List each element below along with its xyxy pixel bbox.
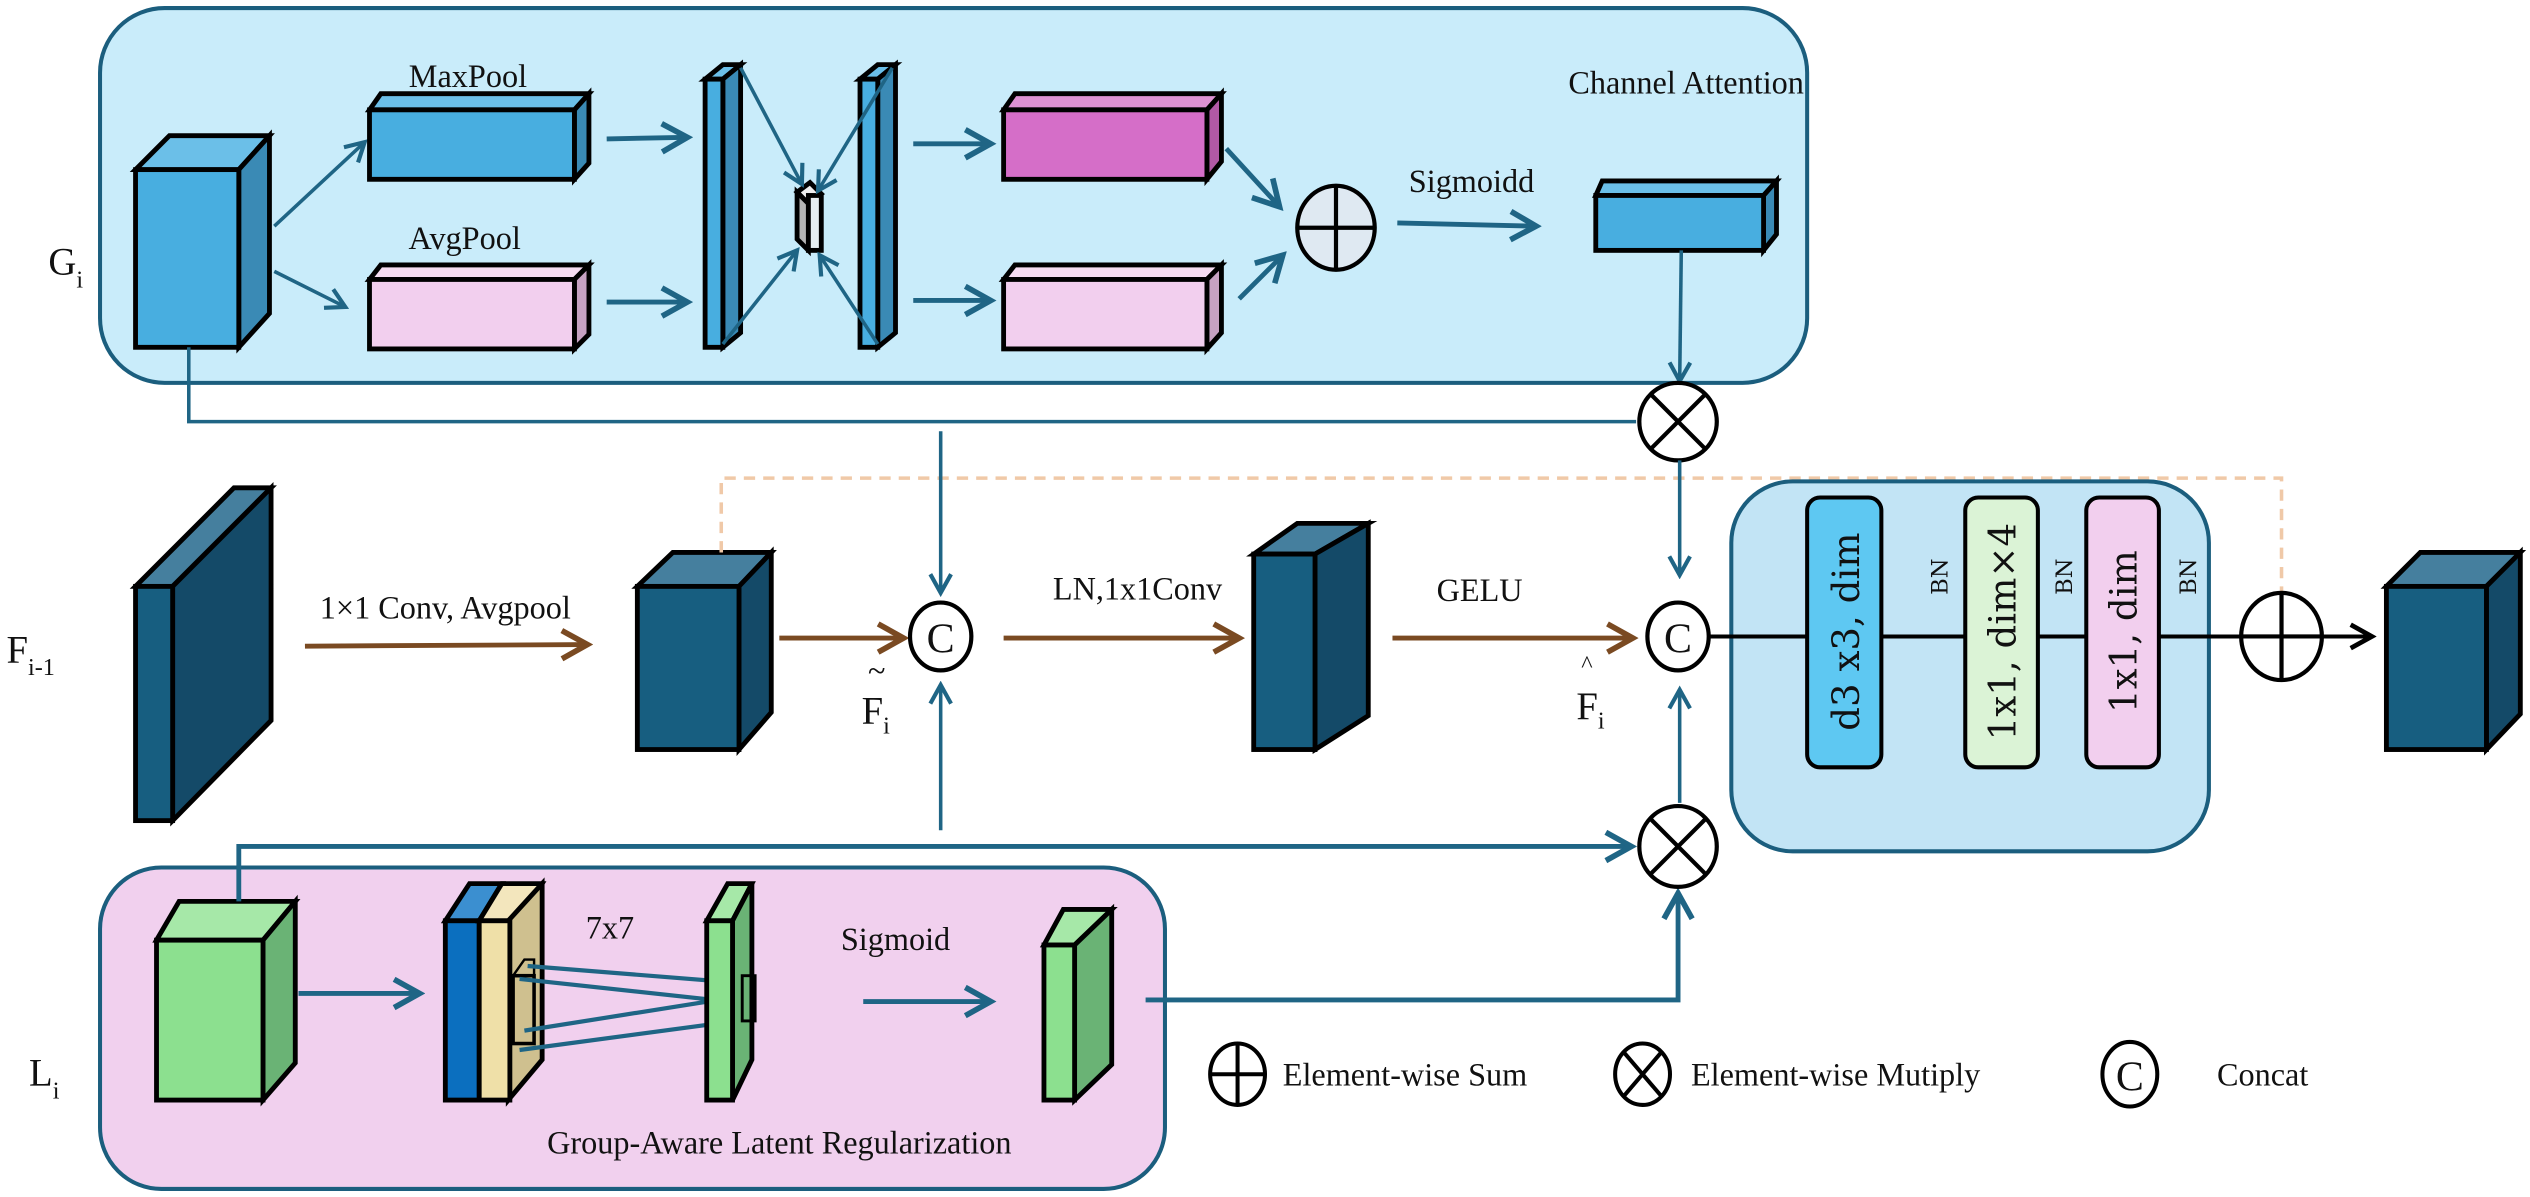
attention-to-multiply [1680, 250, 1682, 381]
maxpool-block [364, 87, 595, 186]
arrow-to-maxpool [273, 142, 364, 228]
mlp-plate-left [698, 59, 748, 353]
mlp-plate-right [853, 59, 903, 353]
galr-panel: Group-Aware Latent Regularization 7x7 [98, 865, 1167, 1191]
arrow-conv-avgpool [304, 645, 587, 647]
legend: Element-wise Sum Element-wise Mutiply C … [1208, 1039, 2308, 1109]
concat-glyph: C [927, 617, 955, 663]
f-tilde-text: Fi [862, 690, 891, 740]
li-input-cube [152, 894, 301, 1107]
block-layer-2-label: 1x1, dim×4 [1981, 523, 2024, 740]
hat-accent: ^ [1581, 651, 1593, 678]
local-multiply-operator [1637, 803, 1719, 889]
bn-label-2: BN [2052, 558, 2078, 594]
arrow-to-avgpool [273, 269, 345, 307]
block-layer-2: 1x1, dim×4 [1963, 495, 2040, 770]
gi-row-label: Gi [48, 241, 83, 294]
gi-residual-line [187, 347, 1637, 424]
pooled-feature-cube [631, 546, 777, 757]
grouped-feature-stack [440, 877, 547, 1107]
legend-multiply-label: Element-wise Mutiply [1691, 1057, 1980, 1093]
legend-item-multiply: Element-wise Mutiply [1613, 1041, 1980, 1107]
mlp-line [721, 250, 797, 346]
block-layer-3-label: 1x1, dim [2102, 550, 2145, 713]
ln-conv-label: LN,1x1Conv [1053, 570, 1223, 606]
f-hat-label: ^ Fi [1576, 651, 1605, 735]
skip-connection [719, 476, 2281, 619]
concat-icon: C [2100, 1039, 2160, 1109]
legend-sum-label: Element-wise Sum [1283, 1057, 1527, 1093]
conv-avgpool-label: 1×1 Conv, Avgpool [320, 590, 571, 626]
avgpool-block [364, 259, 595, 355]
concat-icon-glyph: C [2116, 1054, 2144, 1100]
block-layer-1-label: d3 x3, dim [1825, 532, 1868, 730]
mlp-line [739, 67, 802, 184]
f-hat-text: Fi [1576, 685, 1605, 735]
sigmoid-label-bottom: Sigmoid [841, 921, 950, 957]
spatial-conv-plate [702, 881, 757, 1103]
channel-attention-panel: Channel Attention MaxPool AvgPool [98, 6, 1810, 385]
fi-1-input-plate [129, 481, 277, 827]
arrow-maxpool-to-mlp [606, 137, 688, 139]
channel-attention-title: Channel Attention [1568, 65, 1804, 101]
tilde-accent: ~ [868, 653, 885, 689]
arrow-to-sum [1224, 146, 1279, 207]
concat-operator-2: C [1645, 600, 1711, 673]
mlp-line [820, 255, 880, 346]
sum-icon [1208, 1041, 1268, 1107]
maxpool-mlp-output [998, 87, 1227, 187]
output-cube [2380, 546, 2527, 756]
legend-concat-label: Concat [2217, 1057, 2308, 1093]
block-layer-1: d3 x3, dim [1805, 495, 1884, 770]
bn-label-3: BN [2176, 558, 2202, 594]
gelu-label: GELU [1437, 572, 1523, 608]
arrow-to-attention-map [1397, 223, 1536, 226]
legend-item-concat: C Concat [2100, 1039, 2308, 1109]
li-residual-line [236, 846, 1631, 902]
kernel-size-label: 7x7 [586, 910, 634, 946]
mlp-line [818, 66, 894, 191]
fi-1-row-label: Fi-1 [6, 628, 54, 681]
residual-sum-operator [2239, 590, 2324, 683]
avgpool-label: AvgPool [409, 220, 521, 256]
arrow-to-sum [1237, 255, 1283, 301]
avgpool-mlp-output [998, 259, 1228, 356]
bn-label-1: BN [1928, 558, 1954, 594]
channel-attention-map [1592, 174, 1782, 258]
gi-input-cube [129, 129, 275, 354]
ln-conv-plate [1246, 519, 1378, 754]
block-layer-3: 1x1, dim [2084, 495, 2161, 770]
maxpool-label: MaxPool [409, 58, 527, 94]
li-row-label: Li [29, 1052, 60, 1105]
legend-item-sum: Element-wise Sum [1208, 1041, 1527, 1107]
galr-title: Group-Aware Latent Regularization [547, 1124, 1011, 1160]
concat-operator-1: C [907, 600, 974, 673]
sigmoid-label-top: Sigmoidd [1409, 163, 1534, 199]
f-tilde-label: ~ Fi [862, 653, 891, 740]
channel-sum-operator [1295, 183, 1377, 272]
local-map-to-multiply [1145, 893, 1678, 1003]
multiply-icon [1613, 1041, 1673, 1107]
concat-glyph: C [1664, 617, 1692, 663]
channel-multiply-operator [1637, 380, 1719, 463]
local-attention-map [1039, 903, 1118, 1106]
mlp-bottleneck [793, 179, 825, 257]
